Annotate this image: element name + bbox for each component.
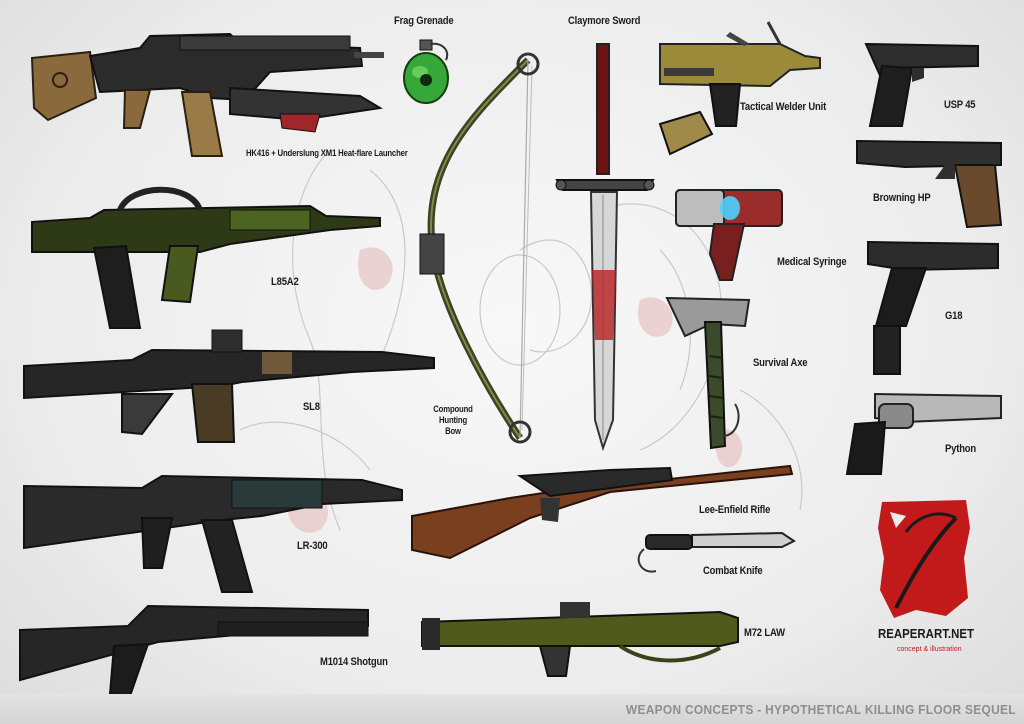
- browning-hp-pistol-illustration: [856, 139, 1003, 229]
- usp45-label: USP 45: [944, 99, 976, 111]
- usp45-pistol-illustration: [864, 42, 979, 127]
- combat-knife-illustration: [637, 531, 796, 573]
- medical-syringe-label: Medical Syringe: [777, 256, 847, 268]
- m72-law-illustration: [421, 602, 739, 677]
- python-label: Python: [945, 443, 977, 455]
- sl8-rifle-illustration: [23, 329, 435, 443]
- l85a2-label: L85A2: [271, 276, 299, 288]
- l85a2-rifle-illustration: [31, 186, 381, 329]
- lee-enfield-label: Lee-Enfield Rifle: [699, 504, 771, 516]
- claymore-sword-label: Claymore Sword: [568, 15, 641, 27]
- survival-axe-illustration: [665, 296, 751, 450]
- python-revolver-illustration: [845, 392, 1002, 475]
- combat-knife-label: Combat Knife: [703, 565, 763, 577]
- compound-bow-label: Compound Hunting Bow: [433, 404, 473, 436]
- hk416-rifle-illustration: [30, 32, 384, 157]
- lee-enfield-rifle-illustration: [411, 464, 794, 560]
- footer-bar: WEAPON CONCEPTS - HYPOTHETICAL KILLING F…: [0, 694, 1024, 724]
- m72-law-label: M72 LAW: [744, 627, 785, 639]
- frag-grenade-label: Frag Grenade: [394, 15, 454, 27]
- footer-title: WEAPON CONCEPTS - HYPOTHETICAL KILLING F…: [626, 702, 1016, 717]
- browning-hp-label: Browning HP: [873, 192, 931, 204]
- m1014-shotgun-illustration: [19, 604, 369, 698]
- g18-pistol-illustration: [867, 240, 999, 375]
- reaperart-logo: [878, 500, 970, 618]
- lr300-rifle-illustration: [23, 474, 403, 593]
- medical-syringe-illustration: [675, 189, 783, 281]
- brand-name: REAPERART.NET: [878, 626, 974, 641]
- hk416-label: HK416 + Underslung XM1 Heat-flare Launch…: [246, 148, 408, 158]
- g18-label: G18: [945, 310, 963, 322]
- tactical-welder-label: Tactical Welder Unit: [740, 101, 827, 113]
- brand-tagline: concept & illustration: [897, 646, 962, 653]
- claymore-sword-illustration: [555, 43, 655, 452]
- m1014-label: M1014 Shotgun: [320, 656, 388, 668]
- sl8-label: SL8: [303, 401, 320, 413]
- compound-bow-illustration: [419, 52, 540, 444]
- tactical-welder-illustration: [658, 21, 821, 156]
- lr300-label: LR-300: [297, 540, 328, 552]
- frag-grenade-illustration: [403, 39, 449, 104]
- survival-axe-label: Survival Axe: [753, 357, 808, 369]
